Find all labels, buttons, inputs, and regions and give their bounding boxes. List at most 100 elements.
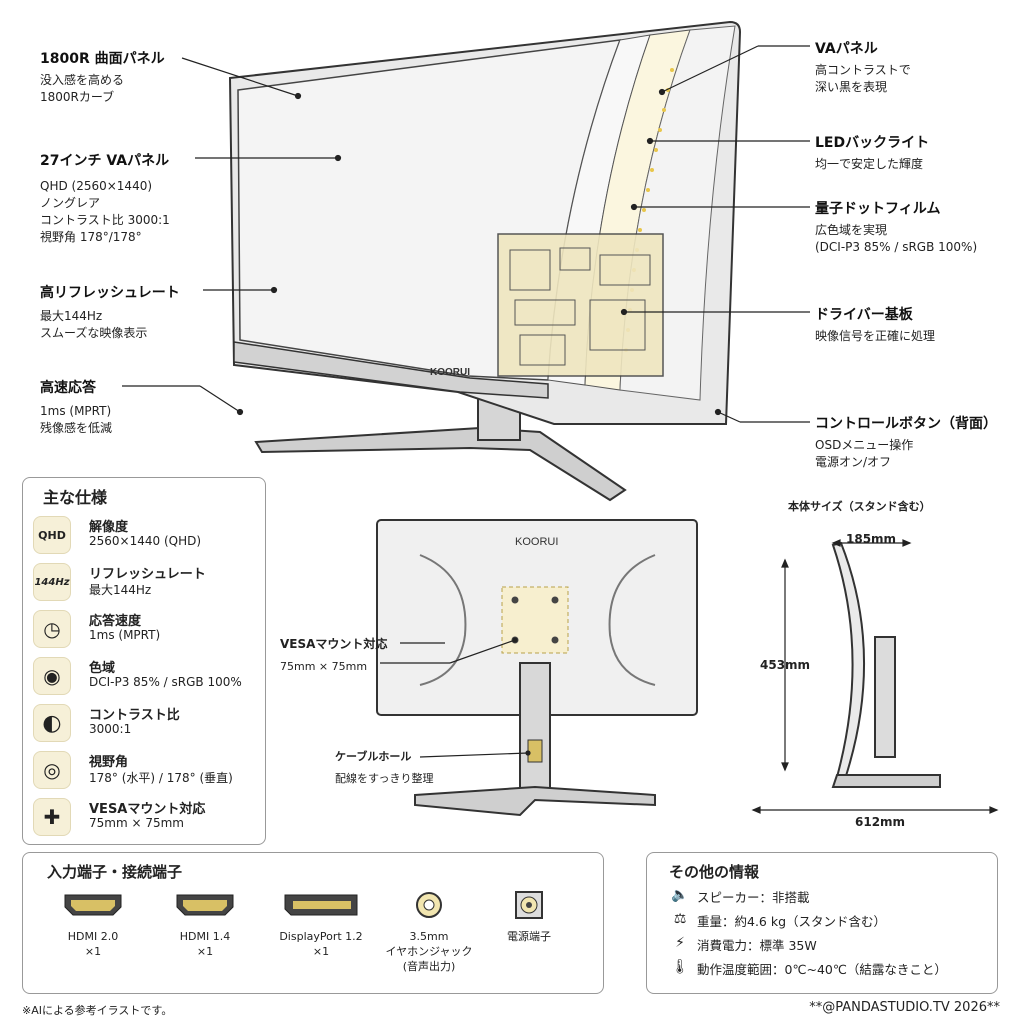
callout-line: 視野角 178°/178° bbox=[40, 230, 142, 244]
spec-row-response: ◷ 応答速度 1ms (MPRT) bbox=[31, 608, 259, 648]
contrast-icon: ◐ bbox=[33, 704, 71, 742]
port-label: 3.5mm イヤホンジャック (音声出力) bbox=[385, 930, 473, 973]
callout-line: (DCI-P3 85% / sRGB 100%) bbox=[815, 240, 978, 254]
callout-title: LEDバックライト bbox=[815, 135, 930, 151]
callout-line: コントラスト比 3000:1 bbox=[40, 213, 170, 227]
spec-row-refresh: 144Hz リフレッシュレート 最大144Hz bbox=[31, 561, 259, 601]
power-icon: ⚡ bbox=[675, 935, 685, 951]
port-hdmi-2-0: HDMI 2.0 ×1 bbox=[43, 891, 143, 959]
cable-value: 配線をすっきり整理 bbox=[335, 772, 434, 785]
spec-row-contrast: ◐ コントラスト比 3000:1 bbox=[31, 702, 259, 742]
displayport-icon bbox=[284, 894, 358, 916]
callout-title: 高リフレッシュレート bbox=[40, 285, 180, 301]
brand-front: KOORUI bbox=[430, 367, 470, 378]
cable-title: ケーブルホール bbox=[335, 750, 412, 763]
port-label: 電源端子 bbox=[507, 930, 551, 943]
callout-line: 均一で安定した輝度 bbox=[815, 157, 924, 171]
dimension-width: 612mm bbox=[855, 815, 906, 829]
info-weight: ⚖ 重量：約4.6 kg（スタンド含む） bbox=[674, 911, 887, 930]
spec-label: コントラスト比 bbox=[89, 708, 180, 723]
info-text: 消費電力：標準 35W bbox=[697, 938, 817, 953]
spec-label: 色域 bbox=[89, 661, 116, 676]
callout-title: 高速応答 bbox=[40, 380, 96, 396]
port-audio-jack: 3.5mm イヤホンジャック (音声出力) bbox=[379, 891, 479, 974]
response-time-icon: ◷ bbox=[33, 610, 71, 648]
spec-value: 178° (水平) / 178° (垂直) bbox=[89, 771, 233, 785]
audio-jack-icon bbox=[416, 892, 442, 918]
callout-title: VAパネル bbox=[815, 41, 878, 57]
footer-credit: **@PANDASTUDIO.TV 2026** bbox=[809, 1000, 1000, 1015]
spec-value: DCI-P3 85% / sRGB 100% bbox=[89, 675, 242, 689]
callout-title: コントロールボタン（背面） bbox=[815, 416, 997, 432]
port-power: 電源端子 bbox=[479, 891, 579, 944]
callout-line: 残像感を低減 bbox=[40, 421, 113, 435]
info-power: ⚡ 消費電力：標準 35W bbox=[675, 935, 817, 954]
info-temperature: 🌡 動作温度範囲：0℃~40℃（結露なきこと） bbox=[671, 959, 947, 978]
callout-line: OSDメニュー操作 bbox=[815, 438, 914, 452]
palette-icon: ◉ bbox=[33, 657, 71, 695]
other-info-panel: その他の情報 🔈 スピーカー：非搭載 ⚖ 重量：約4.6 kg（スタンド含む） … bbox=[646, 852, 998, 994]
callout-title: ドライバー基板 bbox=[815, 307, 913, 323]
spec-value: 3000:1 bbox=[89, 722, 132, 736]
callout-line: 1800Rカーブ bbox=[40, 90, 115, 104]
callout-driver-board: ドライバー基板 映像信号を正確に処理 bbox=[815, 304, 935, 345]
callout-line: 1ms (MPRT) bbox=[40, 404, 112, 418]
callout-led-backlight: LEDバックライト 均一で安定した輝度 bbox=[815, 132, 929, 173]
port-label: DisplayPort 1.2 ×1 bbox=[279, 930, 363, 958]
qhd-icon: QHD bbox=[33, 516, 71, 554]
callout-line: ノングレア bbox=[40, 196, 101, 210]
hdmi-icon bbox=[176, 894, 234, 916]
callout-control-buttons: コントロールボタン（背面） OSDメニュー操作 電源オン/オフ bbox=[815, 413, 997, 471]
spec-heading: 主な仕様 bbox=[43, 488, 108, 507]
ports-panel: 入力端子・接続端子 HDMI 2.0 ×1 HDMI 1.4 ×1 Displa… bbox=[22, 852, 604, 994]
ports-heading: 入力端子・接続端子 bbox=[47, 863, 183, 881]
info-text: 動作温度範囲：0℃~40℃（結露なきこと） bbox=[697, 962, 947, 977]
vesa-callout: VESAマウント対応 75mm × 75mm bbox=[280, 635, 387, 673]
callout-response: 高速応答 1ms (MPRT) 残像感を低減 bbox=[40, 377, 112, 437]
info-text: スピーカー：非搭載 bbox=[697, 890, 810, 905]
spec-value: 1ms (MPRT) bbox=[89, 628, 161, 642]
port-displayport: DisplayPort 1.2 ×1 bbox=[271, 891, 371, 959]
dimensions-title: 本体サイズ（スタンド含む） bbox=[788, 500, 931, 513]
weight-icon: ⚖ bbox=[673, 911, 687, 927]
port-hdmi-1-4: HDMI 1.4 ×1 bbox=[155, 891, 255, 959]
callout-refresh: 高リフレッシュレート 最大144Hz スムーズな映像表示 bbox=[40, 282, 180, 342]
callout-line: 深い黒を表現 bbox=[815, 80, 888, 94]
port-label: HDMI 1.4 ×1 bbox=[179, 930, 231, 958]
spec-label: 視野角 bbox=[89, 755, 129, 770]
viewing-angle-icon: ◎ bbox=[33, 751, 71, 789]
callout-quantum-dot: 量子ドットフィルム 広色域を実現 (DCI-P3 85% / sRGB 100%… bbox=[815, 198, 977, 256]
callout-line: 広色域を実現 bbox=[815, 223, 888, 237]
dimension-depth: 185mm bbox=[846, 532, 897, 546]
spec-row-color-gamut: ◉ 色域 DCI-P3 85% / sRGB 100% bbox=[31, 655, 259, 695]
callout-line: 最大144Hz bbox=[40, 309, 103, 323]
vesa-value: 75mm × 75mm bbox=[280, 660, 368, 673]
callout-line: スムーズな映像表示 bbox=[40, 326, 148, 340]
dimension-height: 453mm bbox=[760, 658, 811, 672]
spec-row-viewing-angle: ◎ 視野角 178° (水平) / 178° (垂直) bbox=[31, 749, 259, 789]
spec-label: 応答速度 bbox=[89, 614, 142, 629]
vesa-mount-icon: ✚ bbox=[33, 798, 71, 836]
vesa-title: VESAマウント対応 bbox=[280, 637, 388, 651]
cable-hole-callout: ケーブルホール 配線をすっきり整理 bbox=[335, 748, 434, 786]
front-monitor-illustration: KOORUI bbox=[122, 20, 810, 502]
refresh-icon: 144Hz bbox=[33, 563, 71, 601]
footer-note: ※AIによる参考イラストです。 bbox=[22, 1004, 173, 1017]
info-speaker: 🔈 スピーカー：非搭載 bbox=[671, 887, 810, 906]
callout-title: 量子ドットフィルム bbox=[815, 201, 941, 217]
spec-value: 2560×1440 (QHD) bbox=[89, 534, 202, 548]
info-text: 重量：約4.6 kg（スタンド含む） bbox=[697, 914, 887, 929]
hdmi-icon bbox=[64, 894, 122, 916]
callout-line: 高コントラストで bbox=[815, 63, 911, 77]
thermometer-icon: 🌡 bbox=[671, 959, 689, 975]
callout-line: 映像信号を正確に処理 bbox=[815, 329, 936, 343]
callout-title: 27インチ VAパネル bbox=[40, 153, 170, 169]
callout-line: QHD (2560×1440) bbox=[40, 179, 153, 193]
other-info-heading: その他の情報 bbox=[669, 863, 760, 881]
callout-curved-panel: 1800R 曲面パネル 没入感を高める 1800Rカーブ bbox=[40, 48, 165, 106]
callout-va-layer: VAパネル 高コントラストで 深い黒を表現 bbox=[815, 38, 911, 96]
callout-va-panel-27: 27インチ VAパネル QHD (2560×1440) ノングレア コントラスト… bbox=[40, 150, 170, 246]
spec-row-vesa: ✚ VESAマウント対応 75mm × 75mm bbox=[31, 796, 259, 836]
spec-label: 解像度 bbox=[89, 520, 129, 535]
side-profile-illustration bbox=[751, 539, 999, 814]
